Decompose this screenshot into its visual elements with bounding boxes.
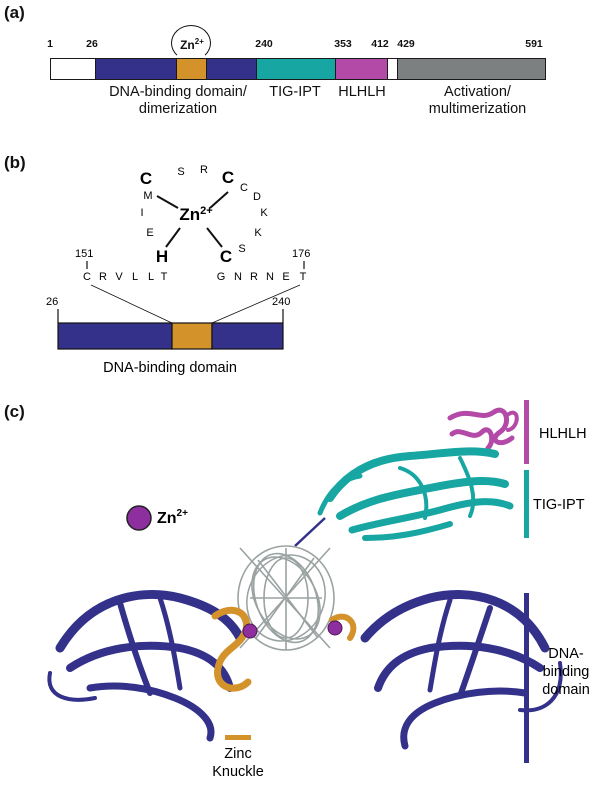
connector-right <box>211 284 301 324</box>
bond-c4 <box>206 227 223 248</box>
seq-left-2: R <box>99 271 107 283</box>
segment-tig-ipt <box>257 59 336 79</box>
label-dna-binding: DNA-binding domain/ dimerization <box>109 84 247 117</box>
pos-591: 591 <box>525 38 543 50</box>
pos-412: 412 <box>371 38 389 50</box>
pos-353: 353 <box>334 38 352 50</box>
bar-dna-left <box>57 322 173 350</box>
legend-label-zinc: Zinc <box>224 746 251 762</box>
residue-s: S <box>177 166 184 178</box>
segment-linker <box>388 59 398 79</box>
legend-bar-hlhlh <box>524 400 529 464</box>
ligand-c2: C <box>222 168 234 187</box>
protein-structure: Zn2+ HLHLH TIG-IPT DNA- binding domain Z… <box>47 400 590 780</box>
segment-dna-binding-left <box>96 59 177 79</box>
residue-r: R <box>200 164 208 176</box>
label-activation: Activation/ multimerization <box>428 84 527 117</box>
residue-c: C <box>240 182 248 194</box>
panel-c-label: (c) <box>4 402 25 421</box>
panel-b-label: (b) <box>4 153 26 172</box>
linker <box>294 517 326 547</box>
segment-zinc <box>177 59 207 79</box>
seq-right-5: E <box>282 271 289 283</box>
segment-hlhlh <box>336 59 388 79</box>
label-tig-ipt: TIG-IPT <box>269 84 321 100</box>
seq-right-6: T <box>300 271 307 283</box>
segment-dna-binding-right <box>207 59 257 79</box>
pos-240: 240 <box>255 38 273 50</box>
residue-m: M <box>143 190 152 202</box>
bond-c2 <box>209 191 229 209</box>
legend-bar-dna <box>524 593 529 763</box>
legend-label-tig: TIG-IPT <box>533 497 585 513</box>
bond-h <box>165 227 181 248</box>
pos-176: 176 <box>292 248 310 260</box>
legend-label-dna-2: binding <box>543 664 590 680</box>
dna-structure <box>237 545 335 651</box>
tig-ipt-structure <box>317 447 514 541</box>
zn-ion-left <box>242 623 258 639</box>
seq-left-6: T <box>161 271 168 283</box>
bond-c1 <box>156 195 179 209</box>
hlhlh-structure <box>447 407 519 451</box>
bar-dna-right <box>211 322 284 350</box>
pos-429: 429 <box>397 38 415 50</box>
segment-n-term <box>51 59 96 79</box>
legend-bar-tig <box>524 470 529 538</box>
ligand-c4: C <box>220 247 232 266</box>
residue-e: E <box>146 227 153 239</box>
zn-ion-right <box>327 620 343 636</box>
bar-zinc <box>171 322 213 350</box>
legend-label-knuckle: Knuckle <box>212 764 264 780</box>
connector-left <box>90 284 173 324</box>
residue-d: D <box>253 191 261 203</box>
zn-center: Zn2+ <box>179 205 212 224</box>
seq-right-1: G <box>217 271 226 283</box>
segment-activation <box>398 59 545 79</box>
seq-right-2: N <box>234 271 242 283</box>
zn-badge: Zn2+ <box>180 37 204 52</box>
position-numbers: 1 26 240 353 412 429 591 <box>0 38 607 52</box>
bar-start: 26 <box>46 296 58 308</box>
dna-binding-structure <box>47 590 563 750</box>
zn-legend-icon <box>126 505 152 531</box>
residue-k1: K <box>260 207 268 219</box>
seq-left-4: L <box>132 271 138 283</box>
label-hlhlh: HLHLH <box>338 84 386 100</box>
panel-a-label: (a) <box>4 3 25 22</box>
seq-right-4: N <box>266 271 274 283</box>
seq-right-3: R <box>250 271 258 283</box>
ligand-c1: C <box>140 169 152 188</box>
seq-left-3: V <box>115 271 123 283</box>
residue-k2: K <box>254 227 262 239</box>
residue-i: I <box>140 207 143 219</box>
zinc-knuckle-structure <box>211 606 357 692</box>
seq-left-1: C <box>83 271 91 283</box>
bar-end: 240 <box>272 296 290 308</box>
domain-bar <box>50 58 546 80</box>
pos-26: 26 <box>86 38 98 50</box>
legend-label-dna-1: DNA- <box>548 646 584 662</box>
bar-label: DNA-binding domain <box>103 360 237 376</box>
seq-left-5: L <box>148 271 154 283</box>
pos-151: 151 <box>75 248 93 260</box>
zn-legend-label: Zn2+ <box>157 508 188 527</box>
ligand-h: H <box>156 247 168 266</box>
legend-label-dna-3: domain <box>542 682 590 698</box>
zinc-knuckle-diagram: Zn2+ C C H C S R M I E C D K K S 151 176… <box>46 164 310 376</box>
pos-1: 1 <box>47 38 53 50</box>
residue-s2: S <box>238 243 245 255</box>
legend-label-hlhlh: HLHLH <box>539 426 587 442</box>
zn-badge-circle <box>171 25 211 61</box>
legend-bar-zinc-knuckle <box>225 735 251 740</box>
